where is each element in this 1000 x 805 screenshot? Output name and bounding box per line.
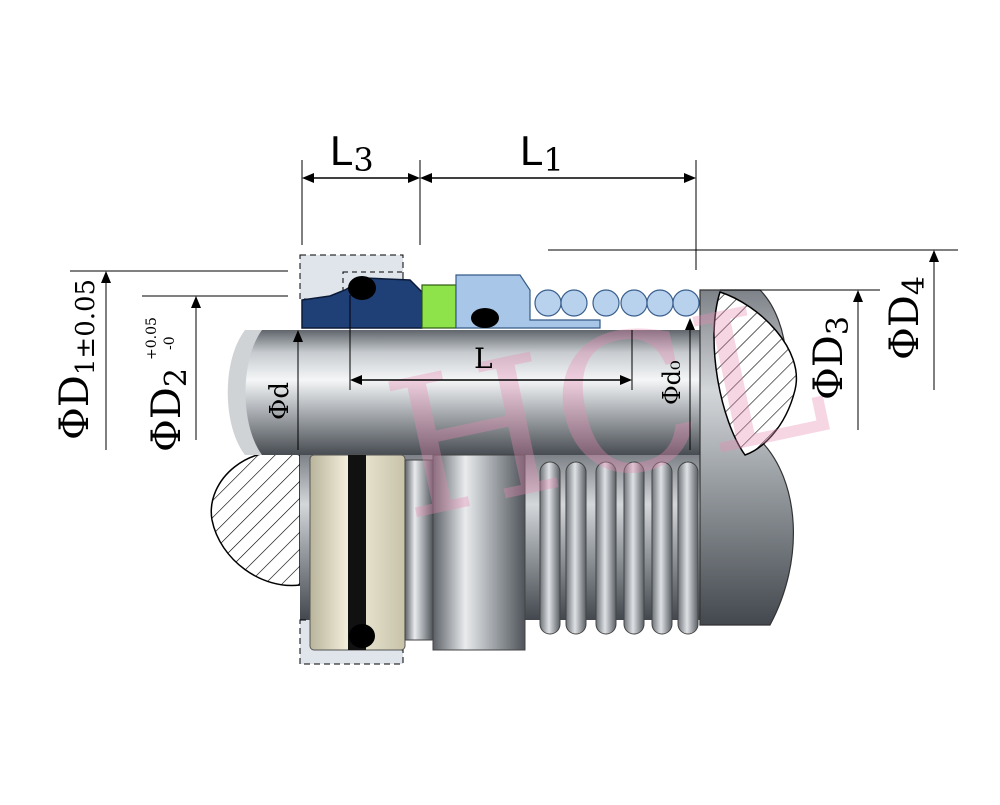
coil-5 — [651, 461, 673, 635]
dimensions — [70, 160, 958, 450]
label-phi-d4: ΦD4 — [882, 276, 932, 360]
seal-assembly-lower — [309, 454, 699, 651]
rotating-ring — [455, 274, 601, 329]
seat-o-ring — [348, 276, 376, 300]
label-phi-d2-tol-minus: -0 — [162, 336, 178, 350]
coil-2 — [565, 461, 587, 635]
label-l: L — [474, 342, 493, 375]
label-l3: L3 — [330, 127, 374, 179]
black-o-ring-band — [348, 455, 366, 650]
coil-3 — [595, 461, 617, 635]
rotating-o-ring — [471, 308, 499, 328]
seat-navy — [301, 277, 423, 329]
stationary-seat — [301, 276, 423, 329]
label-l1: L1 — [520, 127, 564, 179]
metal-ring-1 — [404, 459, 434, 641]
right-cut-section — [699, 289, 798, 626]
labels: L3 L1 L Φd Φd₀ ΦD1±0.05 ΦD2 +0.05 -0 ΦD3… — [52, 127, 932, 452]
green-face-ring — [421, 284, 457, 329]
label-phi-d: Φd — [265, 382, 295, 420]
label-phi-d2-tol-plus: +0.05 — [144, 317, 160, 360]
label-phi-d2: ΦD2 — [144, 368, 194, 452]
spring-coils-top — [534, 289, 700, 317]
metal-ring-2 — [432, 454, 526, 651]
coil-6 — [677, 461, 699, 635]
label-phi-d3: ΦD3 — [806, 316, 856, 400]
coil-4 — [623, 461, 645, 635]
label-phi-d1: ΦD1±0.05 — [52, 279, 101, 440]
coil-1 — [539, 461, 561, 635]
label-phi-d0: Φd₀ — [658, 360, 686, 405]
